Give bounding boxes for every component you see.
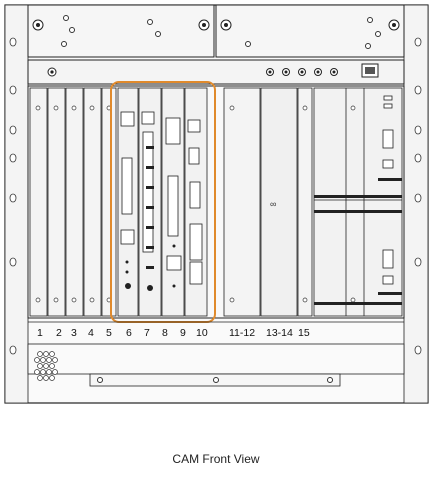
bottom-panel <box>27 321 405 387</box>
right-rail <box>403 4 429 404</box>
cam-front-view-diagram: ∞ 1 2 3 4 5 6 7 8 9 10 11-12 13-14 15 <box>4 4 429 404</box>
slot-label-9: 9 <box>180 327 186 339</box>
card-ports <box>120 111 203 285</box>
slot-label-1: 1 <box>37 327 43 339</box>
infinity-mark: ∞ <box>270 199 276 209</box>
slot-label-7: 7 <box>144 327 150 339</box>
slot-labels: 1 2 3 4 5 6 7 8 9 10 11-12 13-14 15 <box>37 327 310 339</box>
slot-label-2: 2 <box>56 327 62 339</box>
vent-grille <box>34 351 58 381</box>
slot-label-13-14: 13-14 <box>266 327 293 339</box>
slot-label-10: 10 <box>196 327 208 339</box>
figure-caption: CAM Front View <box>172 452 260 466</box>
slot-label-3: 3 <box>71 327 77 339</box>
slot-label-4: 4 <box>88 327 94 339</box>
control-strip <box>27 59 405 85</box>
slot-label-5: 5 <box>106 327 112 339</box>
right-module-connectors <box>382 95 394 285</box>
top-power-modules <box>27 4 405 58</box>
slot-label-15: 15 <box>298 327 310 339</box>
slot-label-11-12: 11-12 <box>229 327 255 339</box>
slot-label-6: 6 <box>126 327 132 339</box>
card-leds <box>125 146 176 291</box>
right-module-terminals <box>314 178 402 305</box>
rail-mounting-holes <box>9 37 422 355</box>
left-rail <box>4 4 29 404</box>
slot-label-8: 8 <box>162 327 168 339</box>
